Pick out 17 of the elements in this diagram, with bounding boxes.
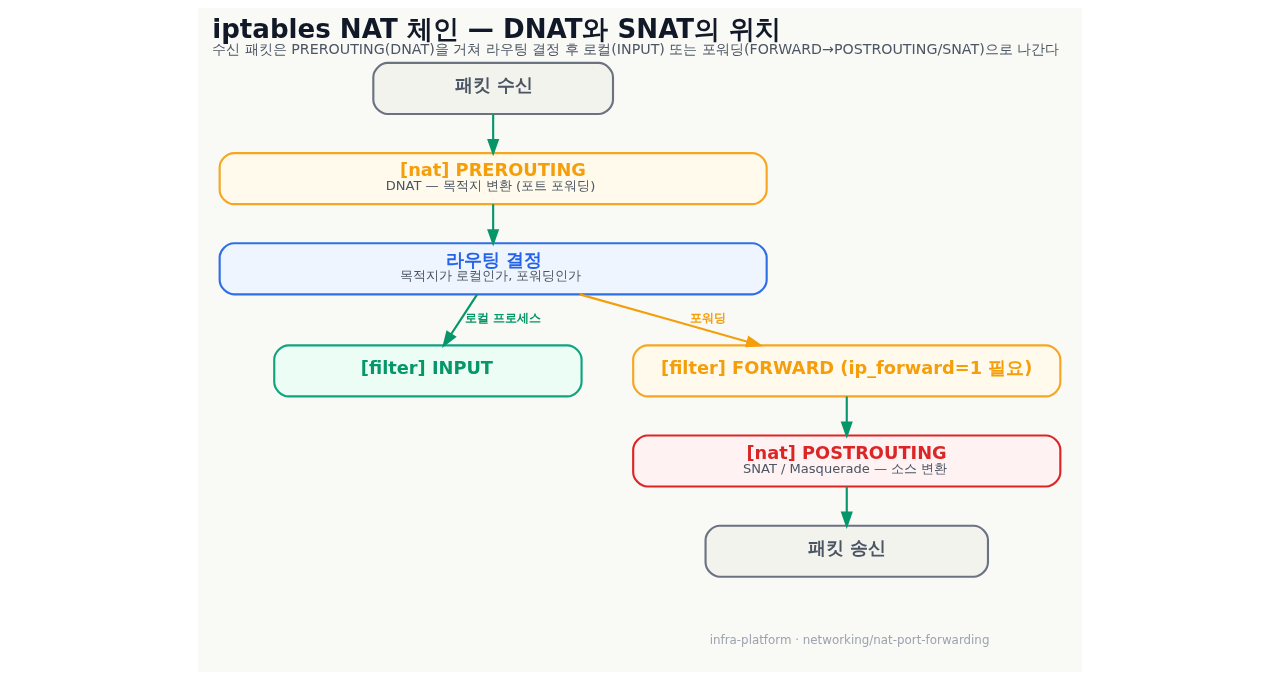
node-box: 라우팅 결정 목적지가 로컬인가, 포워딩인가 <box>218 242 768 296</box>
arrow <box>487 204 500 247</box>
edge-label: 포워딩 <box>690 310 727 325</box>
arrow <box>487 114 500 157</box>
node-box: [filter] INPUT <box>273 344 583 398</box>
label: infra-platform · networking/nat-port-forwarding <box>709 633 990 648</box>
arrow <box>840 396 853 439</box>
node-box: [nat] PREROUTING DNAT — 목적지 변환 (포트 포워딩) <box>218 152 768 206</box>
diagram-title: iptables NAT 체인 — DNAT와 SNAT의 위치 <box>212 13 782 44</box>
arrow <box>442 294 478 348</box>
arrow <box>579 293 764 348</box>
node-box: [nat] POSTROUTING SNAT / Masquerade — 소스 변환 <box>632 434 1062 488</box>
edge-label: 로컬 프로세스 <box>464 310 541 325</box>
node-box: [filter] FORWARD (ip_forward=1 필요) <box>632 344 1062 398</box>
node-box: 패킷 송신 <box>704 524 990 578</box>
node-box: 패킷 수신 <box>372 61 615 116</box>
arrow <box>840 486 853 529</box>
